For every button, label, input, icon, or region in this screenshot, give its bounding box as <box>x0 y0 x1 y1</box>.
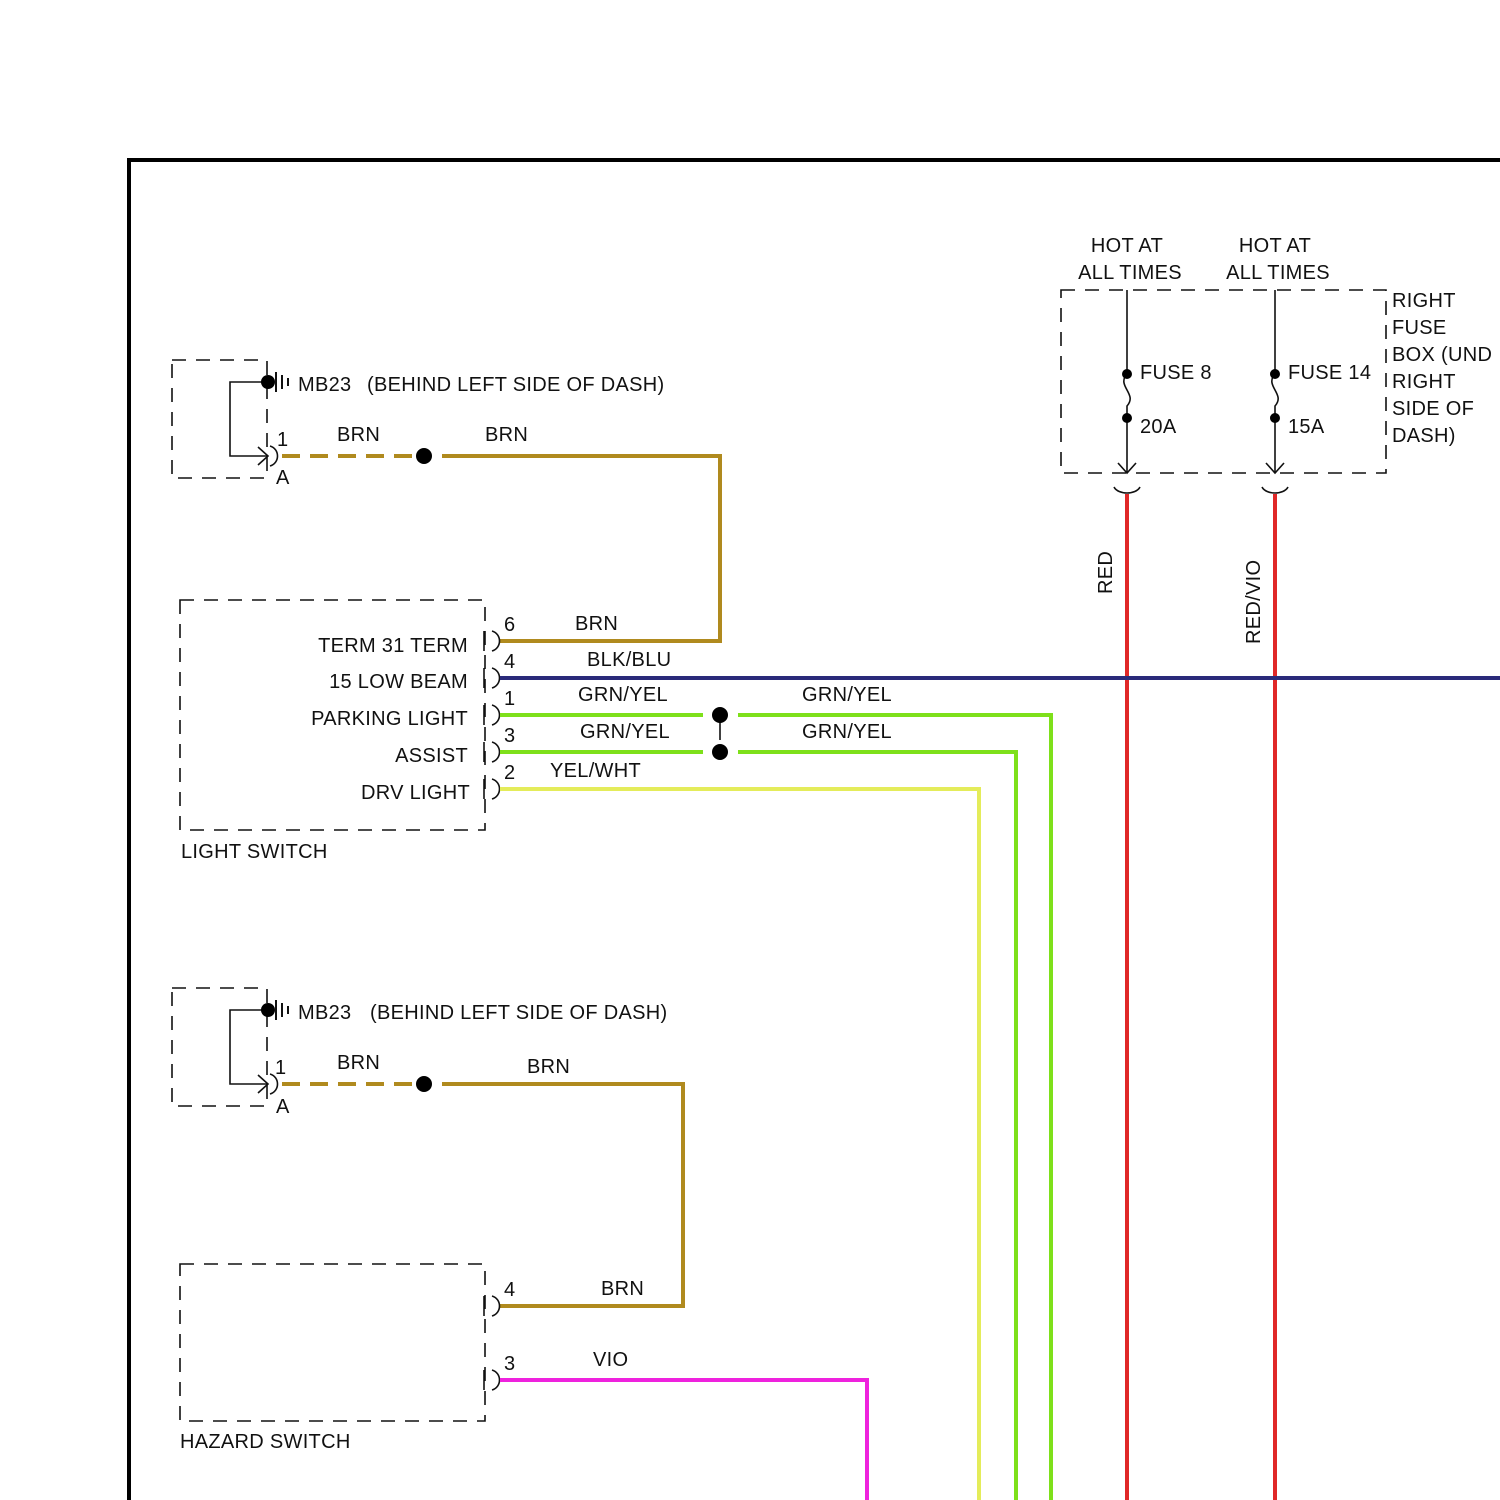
wire-grn-yel-pin3-out <box>738 752 1016 1500</box>
terminal-label: 15 LOW BEAM <box>329 671 468 693</box>
ground-mb23-bottom: MB23 (BEHIND LEFT SIDE OF DASH) 1 A <box>172 988 667 1118</box>
wire-label: GRN/YEL <box>802 684 892 706</box>
connector-icon <box>484 705 500 725</box>
wire-label: BRN <box>601 1278 644 1300</box>
splice-dot-icon <box>261 1003 275 1017</box>
connector-icon <box>484 779 500 799</box>
connector-icon <box>484 668 500 688</box>
fuse-box-name: DASH) <box>1392 425 1456 447</box>
fuse-box: RIGHT FUSE BOX (UND RIGHT SIDE OF DASH) … <box>1061 235 1492 493</box>
wire-vio <box>500 1380 867 1500</box>
wire-label: BRN <box>485 424 528 446</box>
fuse-14: HOT AT ALL TIMES FUSE 14 15A <box>1226 235 1371 493</box>
wire-label: BRN <box>337 1052 380 1074</box>
splice-dot-icon <box>712 744 728 760</box>
fuse-icon <box>1272 374 1278 418</box>
connector-letter: A <box>276 467 290 489</box>
fuse-box-name: SIDE OF <box>1392 398 1474 420</box>
wire-label: BRN <box>527 1056 570 1078</box>
connector-letter: A <box>276 1096 290 1118</box>
wire-brn-bottom-ground: BRN BRN <box>282 1052 683 1306</box>
splice-dot-icon <box>261 375 275 389</box>
pin-number: 1 <box>275 1057 286 1079</box>
fuse-terminal-dot <box>1270 413 1280 423</box>
ground-connector-box <box>172 360 267 478</box>
wire-grn-yel-pin1-out <box>738 715 1051 1500</box>
ground-label: MB23 <box>298 1002 351 1024</box>
pin-number: 3 <box>504 1353 515 1375</box>
connector-icon <box>1114 487 1140 493</box>
ground-mb23-top: MB23 (BEHIND LEFT SIDE OF DASH) 1 A <box>172 360 664 489</box>
wire-label: VIO <box>593 1349 628 1371</box>
wire-label: RED/VIO <box>1243 560 1265 644</box>
wire-label: GRN/YEL <box>802 721 892 743</box>
pin-number: 2 <box>504 762 515 784</box>
wire-label: GRN/YEL <box>578 684 668 706</box>
hot-at-label: ALL TIMES <box>1078 262 1182 284</box>
fuse-icon <box>1124 374 1130 418</box>
splice-dot-icon <box>416 1076 432 1092</box>
connector-icon <box>484 1370 500 1390</box>
wire-label: YEL/WHT <box>550 760 641 782</box>
fuse-box-name: RIGHT <box>1392 371 1456 393</box>
connector-icon <box>484 1296 500 1316</box>
splice-dot-icon <box>416 448 432 464</box>
terminal-label: ASSIST <box>395 745 468 767</box>
wire-label: BRN <box>337 424 380 446</box>
pin-number: 1 <box>504 688 515 710</box>
fuse-box-name: RIGHT <box>1392 290 1456 312</box>
ground-connector-box <box>172 988 267 1106</box>
ground-icon <box>276 372 288 392</box>
hot-at-label: HOT AT <box>1239 235 1311 257</box>
pin-number: 4 <box>504 651 515 673</box>
fuse-8: HOT AT ALL TIMES FUSE 8 20A <box>1078 235 1212 493</box>
light-switch: LIGHT SWITCH TERM 31 TERM 15 LOW BEAM PA… <box>180 600 515 863</box>
fuse-box-name: BOX (UND <box>1392 344 1492 366</box>
pin-number: 3 <box>504 725 515 747</box>
light-switch-title: LIGHT SWITCH <box>181 841 328 863</box>
pin-number: 6 <box>504 614 515 636</box>
hot-at-label: ALL TIMES <box>1226 262 1330 284</box>
wire-label: GRN/YEL <box>580 721 670 743</box>
pin-number: 4 <box>504 1279 515 1301</box>
hazard-switch-box <box>180 1264 485 1421</box>
ground-location: (BEHIND LEFT SIDE OF DASH) <box>370 1002 667 1024</box>
connector-icon <box>484 742 500 762</box>
hazard-switch: HAZARD SWITCH 4 3 <box>180 1264 515 1453</box>
wire-label: RED <box>1095 551 1117 594</box>
ground-internal-wire <box>230 382 268 456</box>
pin-number: 1 <box>277 429 288 451</box>
wire-segment <box>442 1084 683 1306</box>
hot-at-label: HOT AT <box>1091 235 1163 257</box>
fuse-terminal-dot <box>1122 369 1132 379</box>
terminal-label: TERM 31 TERM <box>318 635 468 657</box>
wire-brn-top-ground: BRN BRN <box>282 424 720 641</box>
fuse-name: FUSE 8 <box>1140 362 1212 384</box>
wire-yel-wht <box>500 789 979 1500</box>
fuse-name: FUSE 14 <box>1288 362 1371 384</box>
connector-icon <box>484 631 500 651</box>
fuse-box-name: FUSE <box>1392 317 1447 339</box>
wire-label: BLK/BLU <box>587 649 671 671</box>
wire-label: BRN <box>575 613 618 635</box>
ground-internal-wire <box>230 1010 268 1084</box>
connector-icon <box>1262 487 1288 493</box>
fuse-terminal-dot <box>1270 369 1280 379</box>
terminal-label: PARKING LIGHT <box>311 708 468 730</box>
fuse-rating: 15A <box>1288 416 1325 438</box>
ground-label: MB23 <box>298 374 351 396</box>
ground-location: (BEHIND LEFT SIDE OF DASH) <box>367 374 664 396</box>
terminal-label: DRV LIGHT <box>361 782 470 804</box>
ground-icon <box>276 1000 288 1020</box>
hazard-switch-title: HAZARD SWITCH <box>180 1431 351 1453</box>
fuse-terminal-dot <box>1122 413 1132 423</box>
splice-dot-icon <box>712 707 728 723</box>
fuse-rating: 20A <box>1140 416 1177 438</box>
